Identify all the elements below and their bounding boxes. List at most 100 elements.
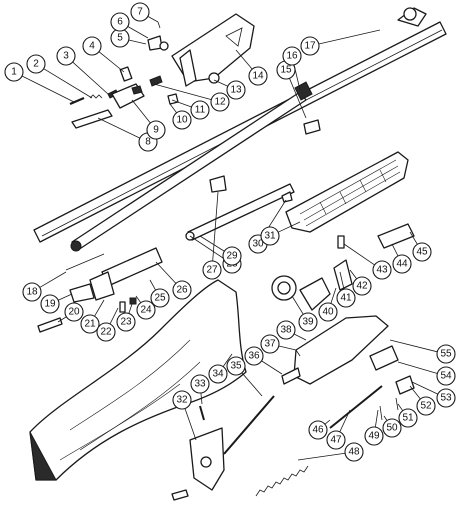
callout-circle — [208, 364, 228, 384]
callout-number: 20 — [68, 307, 80, 318]
callout-20: 20 — [57, 302, 84, 323]
callout-53: 53 — [411, 381, 456, 408]
screw-33 — [199, 405, 205, 421]
callout-number: 31 — [264, 231, 276, 242]
callout-circle — [56, 46, 76, 66]
callout-layer: 1234567891011121314151617181920212223242… — [4, 2, 456, 462]
callout-number: 22 — [100, 327, 112, 338]
leader-line — [383, 415, 388, 421]
callout-33: 33 — [190, 374, 210, 405]
callout-26: 26 — [155, 261, 192, 300]
leader-line — [212, 191, 219, 262]
callout-number: 13 — [230, 85, 242, 96]
callout-25: 25 — [149, 279, 170, 308]
callout-circle — [336, 288, 356, 308]
callout-number: 1 — [11, 67, 17, 78]
callout-42: 42 — [349, 269, 372, 296]
leader-line — [213, 79, 228, 87]
callout-number: 9 — [153, 125, 159, 136]
callout-number: 38 — [280, 325, 292, 336]
callout-number: 10 — [176, 115, 188, 126]
callout-32: 32 — [172, 390, 197, 441]
callout-6: 6 — [110, 12, 149, 39]
callout-circle — [130, 2, 150, 22]
callout-51: 51 — [397, 403, 418, 428]
callout-14: 14 — [235, 49, 268, 86]
callout-19: 19 — [40, 293, 73, 314]
callout-29: 29 — [199, 235, 242, 266]
callout-number: 52 — [420, 401, 432, 412]
callout-45: 45 — [409, 231, 432, 262]
callout-number: 7 — [137, 7, 143, 18]
callout-2: 2 — [26, 54, 93, 99]
leader-line — [94, 299, 105, 317]
callout-circle — [172, 280, 192, 300]
callout-circle — [392, 254, 412, 274]
leader-line — [330, 287, 337, 304]
callout-number: 50 — [386, 423, 398, 434]
leader-line — [171, 99, 192, 108]
callout-number: 21 — [84, 319, 96, 330]
callout-circle — [22, 282, 42, 302]
callout-circle — [326, 430, 346, 450]
callout-number: 26 — [176, 285, 188, 296]
callout-number: 30 — [252, 239, 264, 250]
callout-number: 5 — [117, 33, 123, 44]
leader-line — [58, 293, 73, 301]
callout-number: 49 — [368, 431, 380, 442]
callout-number: 2 — [33, 59, 39, 70]
callout-circle — [352, 276, 372, 296]
leader-line — [200, 392, 203, 405]
leader-line — [43, 68, 93, 99]
callout-number: 45 — [416, 247, 428, 258]
callout-number: 54 — [440, 371, 452, 382]
leader-line — [297, 452, 346, 461]
leader-line — [409, 231, 418, 245]
leader-line — [189, 235, 225, 260]
callout-number: 48 — [348, 447, 360, 458]
leader-line — [222, 353, 233, 367]
callout-circle — [308, 420, 328, 440]
callout-circle — [172, 110, 192, 130]
callout-circle — [190, 100, 210, 120]
callout-circle — [372, 260, 392, 280]
callout-number: 44 — [396, 259, 408, 270]
callout-21: 21 — [80, 299, 105, 334]
callout-circle — [282, 46, 302, 66]
callout-number: 47 — [330, 435, 342, 446]
callout-circle — [202, 260, 222, 280]
callout-number: 14 — [252, 71, 264, 82]
callout-circle — [260, 226, 280, 246]
leader-line — [343, 243, 375, 266]
leader-line — [235, 49, 253, 70]
leader-line — [109, 307, 119, 325]
callout-46: 46 — [308, 419, 331, 440]
leader-line — [391, 243, 399, 257]
callout-23: 23 — [116, 303, 136, 332]
callout-number: 27 — [206, 265, 218, 276]
leader-line — [57, 316, 67, 323]
callout-34: 34 — [208, 353, 233, 384]
leader-line — [291, 295, 304, 315]
leader-line — [21, 75, 75, 103]
callout-43: 43 — [343, 243, 392, 280]
callout-number: 35 — [230, 361, 242, 372]
leader-line — [409, 385, 421, 400]
callout-44: 44 — [391, 243, 412, 274]
leader-line — [39, 271, 67, 288]
callout-circle — [436, 388, 456, 408]
callout-13: 13 — [213, 79, 246, 100]
leader-line — [261, 360, 283, 375]
callout-number: 16 — [286, 51, 298, 62]
callout-circle — [298, 312, 318, 332]
callout-number: 17 — [304, 41, 316, 52]
callout-18: 18 — [22, 271, 67, 302]
leader-line — [277, 221, 301, 233]
callout-48: 48 — [297, 442, 364, 462]
receiver-cover-14 — [171, 13, 255, 87]
callout-17: 17 — [300, 29, 381, 56]
callout-5: 5 — [110, 28, 147, 48]
grip-cap-32 — [171, 427, 225, 501]
callout-circle — [150, 288, 170, 308]
